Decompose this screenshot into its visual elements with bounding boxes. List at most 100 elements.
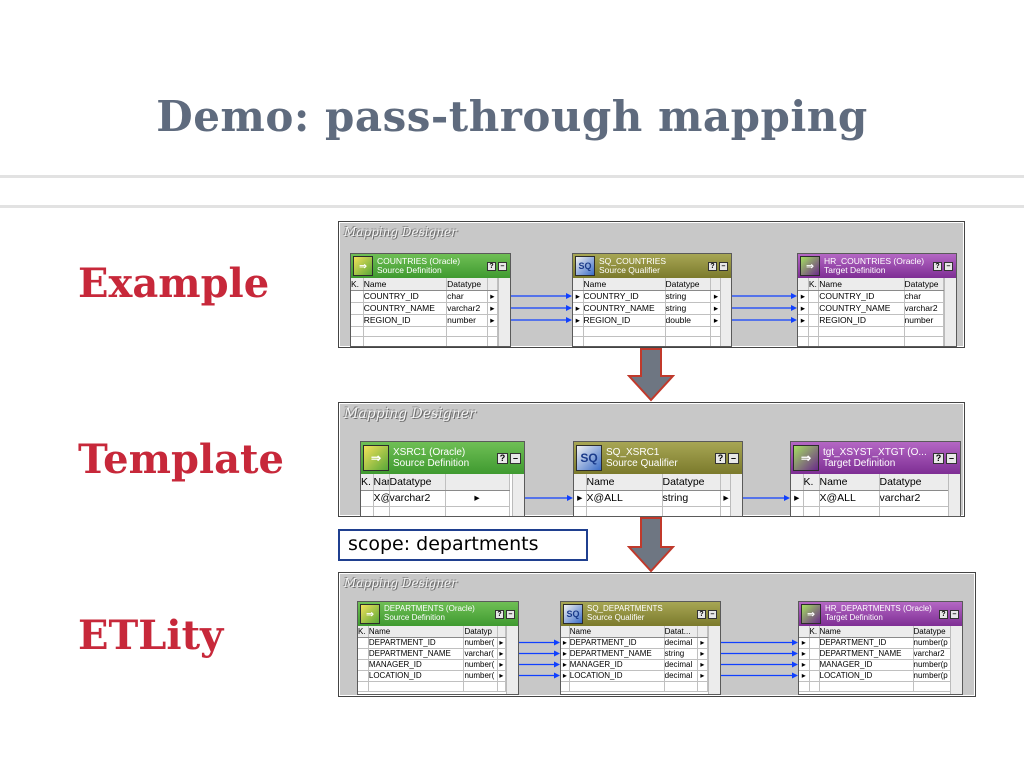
input-port-icon[interactable]: ▸: [791, 490, 804, 507]
help-icon[interactable]: ?: [497, 452, 508, 464]
output-port-icon[interactable]: ▸: [445, 490, 510, 507]
output-port-icon[interactable]: ▸: [697, 659, 709, 671]
mapping-designer-etlity[interactable]: Mapping Designer⇒DEPARTMENTS (Oracle)Sou…: [338, 572, 976, 697]
minimize-icon[interactable]: –: [944, 261, 953, 271]
input-port-icon[interactable]: ▸: [561, 648, 570, 660]
output-port-icon[interactable]: ▸: [497, 648, 507, 660]
source-header[interactable]: ⇒DEPARTMENTS (Oracle)Source Definition?–: [358, 602, 518, 626]
input-port-icon[interactable]: ▸: [799, 670, 810, 682]
target-header[interactable]: ⇒HR_COUNTRIES (Oracle)Target Definition?…: [798, 254, 956, 278]
help-icon[interactable]: ?: [708, 261, 717, 271]
output-port-icon[interactable]: ▸: [487, 290, 499, 303]
minimize-icon[interactable]: –: [498, 261, 507, 271]
source-header[interactable]: ⇒COUNTRIES (Oracle)Source Definition?–: [351, 254, 510, 278]
input-port-icon[interactable]: ▸: [799, 637, 810, 649]
vertical-scrollbar[interactable]: [730, 474, 742, 516]
transformation-source[interactable]: ⇒XSRC1 (Oracle)Source Definition?–K.Name…: [360, 441, 525, 517]
vertical-scrollbar[interactable]: [720, 278, 731, 346]
output-port-icon[interactable]: ▸: [487, 314, 499, 327]
help-icon[interactable]: ?: [933, 452, 944, 464]
vertical-scrollbar[interactable]: [512, 474, 524, 516]
minimize-icon[interactable]: –: [719, 261, 728, 271]
transformation-target[interactable]: ⇒HR_DEPARTMENTS (Oracle)Target Definitio…: [798, 601, 963, 695]
input-port-icon[interactable]: ▸: [573, 314, 584, 327]
input-port-icon[interactable]: ▸: [574, 490, 587, 507]
transformation-target[interactable]: ⇒HR_COUNTRIES (Oracle)Target Definition?…: [797, 253, 957, 347]
output-port-icon[interactable]: ▸: [697, 637, 709, 649]
output-port-icon[interactable]: ▸: [697, 670, 709, 682]
input-port-icon[interactable]: ▸: [799, 648, 810, 660]
mapping-designer-template[interactable]: Mapping Designer⇒XSRC1 (Oracle)Source De…: [338, 402, 965, 517]
output-port-icon[interactable]: ▸: [497, 659, 507, 671]
minimize-icon[interactable]: –: [950, 609, 959, 619]
target-header[interactable]: ⇒HR_DEPARTMENTS (Oracle)Target Definitio…: [799, 602, 962, 626]
input-port-icon[interactable]: ▸: [573, 290, 584, 303]
help-icon[interactable]: ?: [697, 609, 706, 619]
transformation-source[interactable]: ⇒COUNTRIES (Oracle)Source Definition?–K.…: [350, 253, 511, 347]
input-port-icon[interactable]: ▸: [798, 290, 809, 303]
help-icon[interactable]: ?: [933, 261, 942, 271]
minimize-icon[interactable]: –: [946, 452, 957, 464]
vertical-scrollbar[interactable]: [948, 474, 960, 516]
vertical-scrollbar[interactable]: [506, 626, 518, 694]
help-icon[interactable]: ?: [939, 609, 948, 619]
help-icon[interactable]: ?: [715, 452, 726, 464]
input-port-icon[interactable]: ▸: [798, 314, 809, 327]
target-header[interactable]: ⇒tgt_XSYST_XTGT (O...Target Definition?–: [791, 442, 960, 474]
transformation-source[interactable]: ⇒DEPARTMENTS (Oracle)Source Definition?–…: [357, 601, 519, 695]
minimize-icon[interactable]: –: [506, 609, 515, 619]
help-icon[interactable]: ?: [487, 261, 496, 271]
mapping-designer-example[interactable]: Mapping Designer⇒COUNTRIES (Oracle)Sourc…: [338, 221, 965, 348]
vertical-scrollbar[interactable]: [498, 278, 510, 346]
output-port-icon[interactable]: ▸: [497, 670, 507, 682]
vertical-scrollbar[interactable]: [950, 626, 962, 694]
input-port-icon[interactable]: ▸: [798, 302, 809, 315]
minimize-icon[interactable]: –: [510, 452, 521, 464]
output-port-icon[interactable]: ▸: [497, 637, 507, 649]
output-port-icon[interactable]: ▸: [487, 302, 499, 315]
transformation-target[interactable]: ⇒tgt_XSYST_XTGT (O...Target Definition?–…: [790, 441, 961, 517]
help-icon[interactable]: ?: [495, 609, 504, 619]
vertical-scrollbar[interactable]: [944, 278, 956, 346]
input-port-icon[interactable]: ▸: [561, 659, 570, 671]
input-port-icon[interactable]: ▸: [799, 659, 810, 671]
input-port-icon[interactable]: ▸: [573, 302, 584, 315]
minimize-icon[interactable]: –: [708, 609, 717, 619]
vertical-scrollbar[interactable]: [708, 626, 720, 694]
minimize-icon[interactable]: –: [728, 452, 739, 464]
input-port-icon[interactable]: ▸: [561, 637, 570, 649]
source-header[interactable]: ⇒XSRC1 (Oracle)Source Definition?–: [361, 442, 524, 474]
input-port-icon[interactable]: ▸: [561, 670, 570, 682]
output-port-icon[interactable]: ▸: [697, 648, 709, 660]
